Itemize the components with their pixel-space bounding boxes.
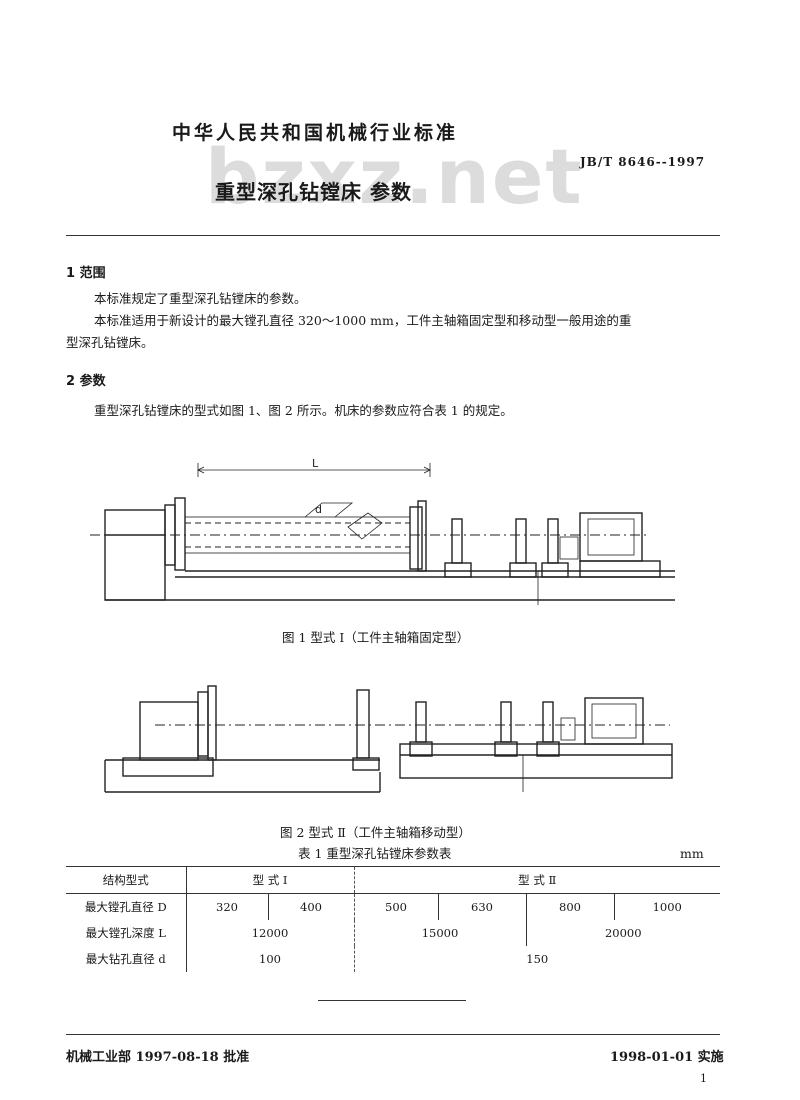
header-type-2: 型 式 Ⅱ xyxy=(354,866,720,894)
table-end-divider xyxy=(318,1000,466,1001)
figure-1-drawing: L d xyxy=(90,457,675,605)
footer-divider xyxy=(66,1034,720,1035)
table-row: 最大钻孔直径 d 100 150 xyxy=(66,946,720,972)
watermark: bzxz.net xyxy=(205,132,584,221)
section-1-para-3: 型深孔钻镗床。 xyxy=(66,335,154,350)
row-label: 最大镗孔深度 L xyxy=(66,920,187,946)
table-1-unit: mm xyxy=(680,846,704,861)
standard-title: 中华人民共和国机械行业标准 xyxy=(172,122,459,144)
standard-code: JB/T 8646--1997 xyxy=(580,155,706,169)
table-cell: 150 xyxy=(526,952,549,966)
table-cell: 100 xyxy=(186,946,355,972)
table-cell: 320 xyxy=(186,893,269,920)
table-cell: 12000 xyxy=(186,920,355,946)
dimension-L-label: L xyxy=(312,457,319,470)
effective-date: 1998-01-01 实施 xyxy=(610,1050,724,1065)
table-cell: 15000 xyxy=(354,920,527,946)
section-1-para-2: 本标准适用于新设计的最大镗孔直径 320～1000 mm，工件主轴箱固定型和移动… xyxy=(94,313,632,328)
table-cell: 800 xyxy=(526,893,615,920)
table-cell: 400 xyxy=(268,893,355,920)
header-type-1: 型 式 Ⅰ xyxy=(186,866,355,894)
figure-2-drawing xyxy=(104,685,673,793)
table-cell: 20000 xyxy=(604,926,642,940)
section-1-para-1: 本标准规定了重型深孔钻镗床的参数。 xyxy=(94,291,307,306)
section-2-heading: 2 参数 xyxy=(66,374,106,389)
header-divider xyxy=(66,235,720,236)
dimension-d-label: d xyxy=(315,503,322,516)
table-row: 最大镗孔深度 L 12000 15000 20000 xyxy=(66,920,720,946)
table-cell: 1000 xyxy=(652,900,682,914)
table-1-caption: 表 1 重型深孔钻镗床参数表 xyxy=(298,846,452,861)
section-2-para: 重型深孔钻镗床的型式如图 1、图 2 所示。机床的参数应符合表 1 的规定。 xyxy=(94,403,513,418)
table-header-row: 结构型式 型 式 Ⅰ 型 式 Ⅱ xyxy=(66,866,720,894)
table-cell: 630 xyxy=(438,893,527,920)
section-1-heading: 1 范围 xyxy=(66,266,106,281)
approval-date: 机械工业部 1997-08-18 批准 xyxy=(66,1050,250,1065)
row-label: 最大钻孔直径 d xyxy=(66,946,187,972)
page-number: 1 xyxy=(700,1072,707,1085)
table-row: 最大镗孔直径 D 320 400 500 630 800 1000 xyxy=(66,893,720,920)
document-title: 重型深孔钻镗床 参数 xyxy=(215,180,412,204)
figure-2-caption: 图 2 型式 Ⅱ（工件主轴箱移动型） xyxy=(280,825,471,840)
table-cell: 500 xyxy=(354,893,439,920)
row-label: 最大镗孔直径 D xyxy=(66,893,187,920)
figure-1-caption: 图 1 型式 Ⅰ（工件主轴箱固定型） xyxy=(282,630,470,645)
parameter-table: 结构型式 型 式 Ⅰ 型 式 Ⅱ 最大镗孔直径 D 320 400 500 63… xyxy=(66,866,720,972)
header-structure-type: 结构型式 xyxy=(66,866,187,894)
